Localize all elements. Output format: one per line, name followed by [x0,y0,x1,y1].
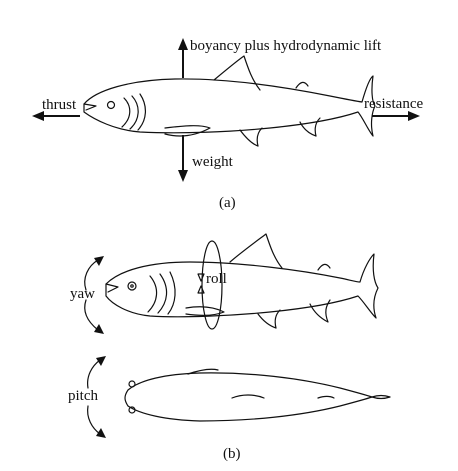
roll-label: roll [206,271,227,287]
fish-top-tail [371,394,391,400]
thrust-label: thrust [42,97,77,113]
fish-eye [106,100,116,110]
fish-eye-b [127,281,137,291]
pitch-label: pitch [68,388,98,404]
fish-side-view-b [105,233,379,329]
thrust-arrow [32,111,80,121]
fish-mouth-b [105,283,119,293]
fish-dorsal-fin [213,55,261,91]
weight-label: weight [192,154,234,170]
fish-top-eye-right [128,406,136,414]
roll-rotation-ellipse [201,240,223,330]
roll-axis-marker [197,273,205,294]
fish-pectoral-fin [164,125,211,137]
yaw-label: yaw [70,286,95,302]
fish-pelvic-fin [239,127,263,147]
fish-gill-b-2 [157,273,168,314]
panel-b: roll yaw pitch (b) [68,233,391,462]
fish-anal-fin [299,117,321,137]
fish-top-body-outline [124,372,373,422]
fish-anal-fin-b [309,299,331,323]
fish-gill-2 [129,95,139,130]
fish-side-view-a [83,55,376,147]
fish-top-eye-left [128,380,136,388]
fish-pectoral-fin-b [185,306,225,316]
resistance-label: resistance [364,96,423,112]
fish-gill-b-1 [147,275,158,313]
panel-a: boyancy plus hydrodynamic lift thrust re… [32,38,423,211]
fish-eye-b-pupil [130,284,134,288]
lift-arrow [178,38,188,78]
fish-body-outline-b [105,253,379,319]
fish-top-fin-detail-2 [317,395,335,399]
pitch-arrow [87,356,106,438]
fish-pelvic-fin-b [257,309,281,329]
panel-b-caption: (b) [223,446,241,462]
panel-a-caption: (a) [219,195,236,211]
fish-body-outline [83,75,376,137]
fish-top-fin-detail [231,394,265,399]
fish-gill-b-3 [167,271,176,315]
fish-top-dorsal-fin [187,368,219,375]
lift-label: boyancy plus hydrodynamic lift [190,38,382,54]
fish-dorsal-fin-b [229,233,283,269]
fish-adipose-fin-b [317,263,331,271]
resistance-arrow [372,111,420,121]
fish-gill-1 [121,97,131,128]
fish-adipose-fin [295,81,309,89]
yaw-arrow [84,256,104,334]
fish-top-view [124,368,391,422]
weight-arrow [178,135,188,182]
fish-mouth [83,103,97,111]
fish-gill-3 [137,93,146,131]
